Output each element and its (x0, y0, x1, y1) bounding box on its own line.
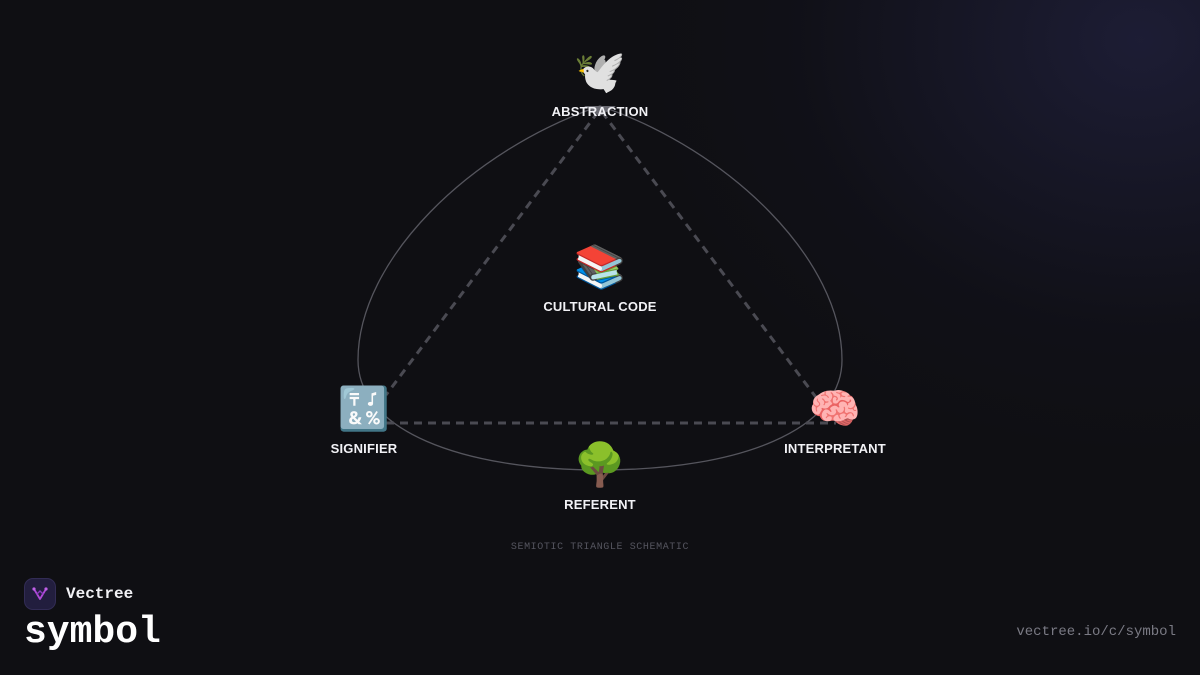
node-label-abstraction: ABSTRACTION (551, 104, 649, 119)
node-label-signifier: SIGNIFIER (330, 441, 398, 456)
brand[interactable]: Vectree (24, 577, 133, 611)
outer-curve (357, 105, 843, 471)
edge-abstraction-interpretant (600, 111, 820, 401)
node-label-interpretant: INTERPRETANT (784, 441, 886, 456)
apex-marker (584, 106, 616, 116)
diagram-caption: SEMIOTIC TRIANGLE SCHEMATIC (510, 542, 690, 553)
vectree-logo-icon (24, 578, 56, 610)
node-cultural-code: 📚 CULTURAL CODE (500, 242, 700, 315)
edge-abstraction-signifier (384, 111, 600, 396)
brain-icon: 🧠 (808, 384, 862, 433)
page-url-link[interactable]: vectree.io/c/symbol (1016, 624, 1176, 640)
dove-icon: 🕊️ (573, 47, 627, 96)
node-abstraction: 🕊️ ABSTRACTION (500, 47, 700, 120)
symbols-icon: 🔣 (337, 384, 391, 433)
node-label-referent: REFERENT (564, 497, 636, 512)
page-title: symbol (24, 611, 161, 654)
node-signifier: 🔣 SIGNIFIER (264, 384, 464, 457)
node-interpretant: 🧠 INTERPRETANT (735, 384, 935, 457)
books-icon: 📚 (573, 242, 627, 291)
tree-icon: 🌳 (573, 440, 627, 489)
node-label-cultural-code: CULTURAL CODE (543, 299, 657, 314)
node-referent: 🌳 REFERENT (500, 440, 700, 513)
brand-name: Vectree (66, 585, 134, 603)
